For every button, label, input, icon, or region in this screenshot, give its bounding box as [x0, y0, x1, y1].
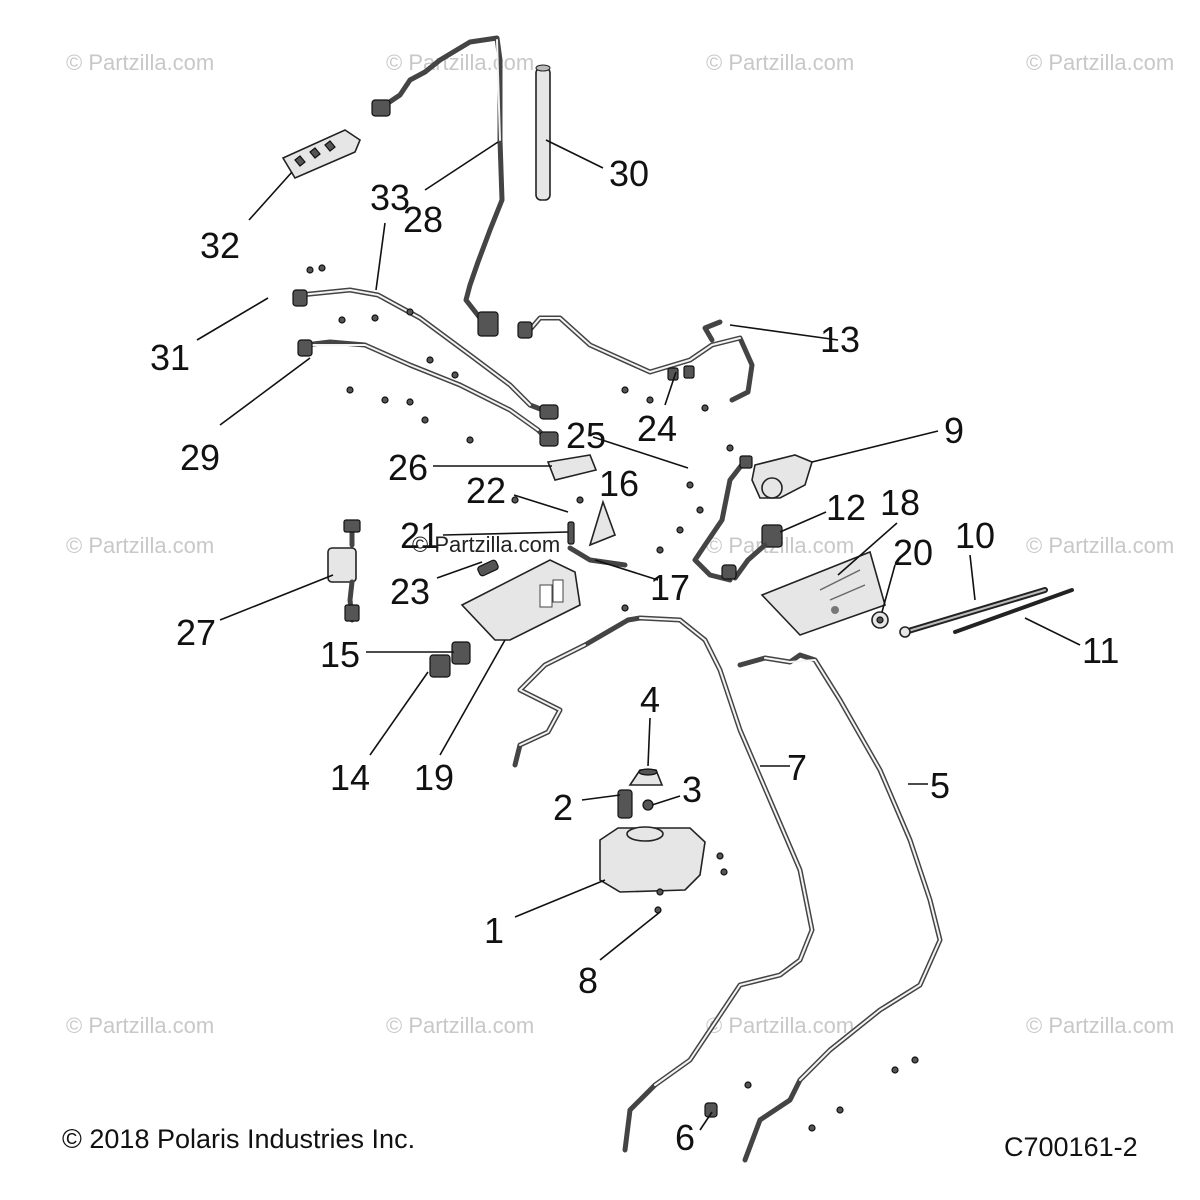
- callout-3: 3: [682, 769, 702, 810]
- callout-22: 22: [466, 470, 506, 511]
- watermark-bot-1: © Partzilla.com: [66, 1013, 215, 1038]
- callout-17: 17: [650, 567, 690, 608]
- part-27-switch[interactable]: [327, 519, 361, 623]
- part-29-hose[interactable]: [292, 289, 559, 447]
- callout-24: 24: [637, 408, 677, 449]
- part-33-hose[interactable]: [297, 287, 551, 415]
- copyright-text: © 2018 Polaris Industries Inc.: [62, 1124, 416, 1154]
- callout-12: 12: [826, 487, 866, 528]
- callout-32: 32: [200, 225, 240, 266]
- callout-20: 20: [893, 532, 933, 573]
- part-24-connectors[interactable]: [667, 365, 695, 381]
- part-18-panel[interactable]: [760, 550, 886, 636]
- part-11-wiper-blade[interactable]: [953, 588, 1074, 634]
- watermark-bot-3: © Partzilla.com: [706, 1013, 855, 1038]
- part-7-hose[interactable]: [512, 615, 815, 1153]
- callout-29: 29: [180, 437, 220, 478]
- watermark-top-3: © Partzilla.com: [706, 50, 855, 75]
- watermark-top-1: © Partzilla.com: [66, 50, 215, 75]
- callout-7: 7: [787, 747, 807, 788]
- part-10-wiper-arm[interactable]: [899, 587, 1048, 638]
- part-2-fitting[interactable]: [617, 789, 633, 819]
- callout-18: 18: [880, 482, 920, 523]
- callout-21: 21: [400, 515, 440, 556]
- part-19-tray[interactable]: [460, 559, 581, 641]
- callout-13: 13: [820, 319, 860, 360]
- callout-27: 27: [176, 612, 216, 653]
- part-23-sensor[interactable]: [477, 559, 499, 577]
- part-17-hose[interactable]: [567, 521, 628, 568]
- part-15-switch[interactable]: [451, 641, 471, 665]
- part-12-connector[interactable]: [721, 524, 783, 581]
- callout-23: 23: [390, 571, 430, 612]
- watermark-top-4: © Partzilla.com: [1026, 50, 1175, 75]
- part-14-switch[interactable]: [429, 654, 451, 678]
- part-6-plug[interactable]: [704, 1102, 718, 1118]
- part-9-wiper-motor[interactable]: [692, 454, 813, 583]
- callout-15: 15: [320, 634, 360, 675]
- part-26-module[interactable]: [546, 454, 598, 481]
- callout-14: 14: [330, 757, 370, 798]
- watermark-mid-4: © Partzilla.com: [1026, 533, 1175, 558]
- callout-8: 8: [578, 960, 598, 1001]
- callout-19: 19: [414, 757, 454, 798]
- part-13-harness[interactable]: [517, 315, 755, 403]
- callout-1: 1: [484, 910, 504, 951]
- part-1-reservoir[interactable]: [599, 826, 706, 893]
- part-5-hose[interactable]: [737, 652, 943, 1163]
- callout-30: 30: [609, 153, 649, 194]
- leader-lines: [196, 139, 1081, 1131]
- callout-28: 28: [403, 199, 443, 240]
- callout-2: 2: [553, 787, 573, 828]
- diagram-code: C700161-2: [1004, 1132, 1138, 1162]
- part-32-switch-block[interactable]: [281, 129, 361, 180]
- part-3-nozzle[interactable]: [642, 799, 654, 811]
- part-4-cap[interactable]: [628, 768, 664, 786]
- watermark-mid-1: © Partzilla.com: [66, 533, 215, 558]
- callout-10: 10: [955, 515, 995, 556]
- callout-33: 33: [370, 177, 410, 218]
- watermark-center: © Partzilla.com: [412, 532, 561, 557]
- callout-11: 11: [1082, 630, 1119, 671]
- callout-16: 16: [599, 463, 639, 504]
- watermark-top-2: © Partzilla.com: [386, 50, 535, 75]
- callout-31: 31: [150, 337, 190, 378]
- fasteners: [306, 264, 919, 1132]
- callout-4: 4: [640, 679, 660, 720]
- watermark-bot-2: © Partzilla.com: [386, 1013, 535, 1038]
- callout-6: 6: [675, 1117, 695, 1158]
- part-16-bracket[interactable]: [588, 499, 617, 547]
- callout-5: 5: [930, 765, 950, 806]
- watermark-bot-4: © Partzilla.com: [1026, 1013, 1175, 1038]
- part-30-rod[interactable]: [535, 64, 551, 201]
- part-20-nut[interactable]: [871, 611, 889, 629]
- callout-25: 25: [566, 415, 606, 456]
- callout-9: 9: [944, 410, 964, 451]
- part-28-hose[interactable]: [371, 35, 505, 337]
- callout-26: 26: [388, 447, 428, 488]
- part-8-fastener[interactable]: [654, 888, 664, 914]
